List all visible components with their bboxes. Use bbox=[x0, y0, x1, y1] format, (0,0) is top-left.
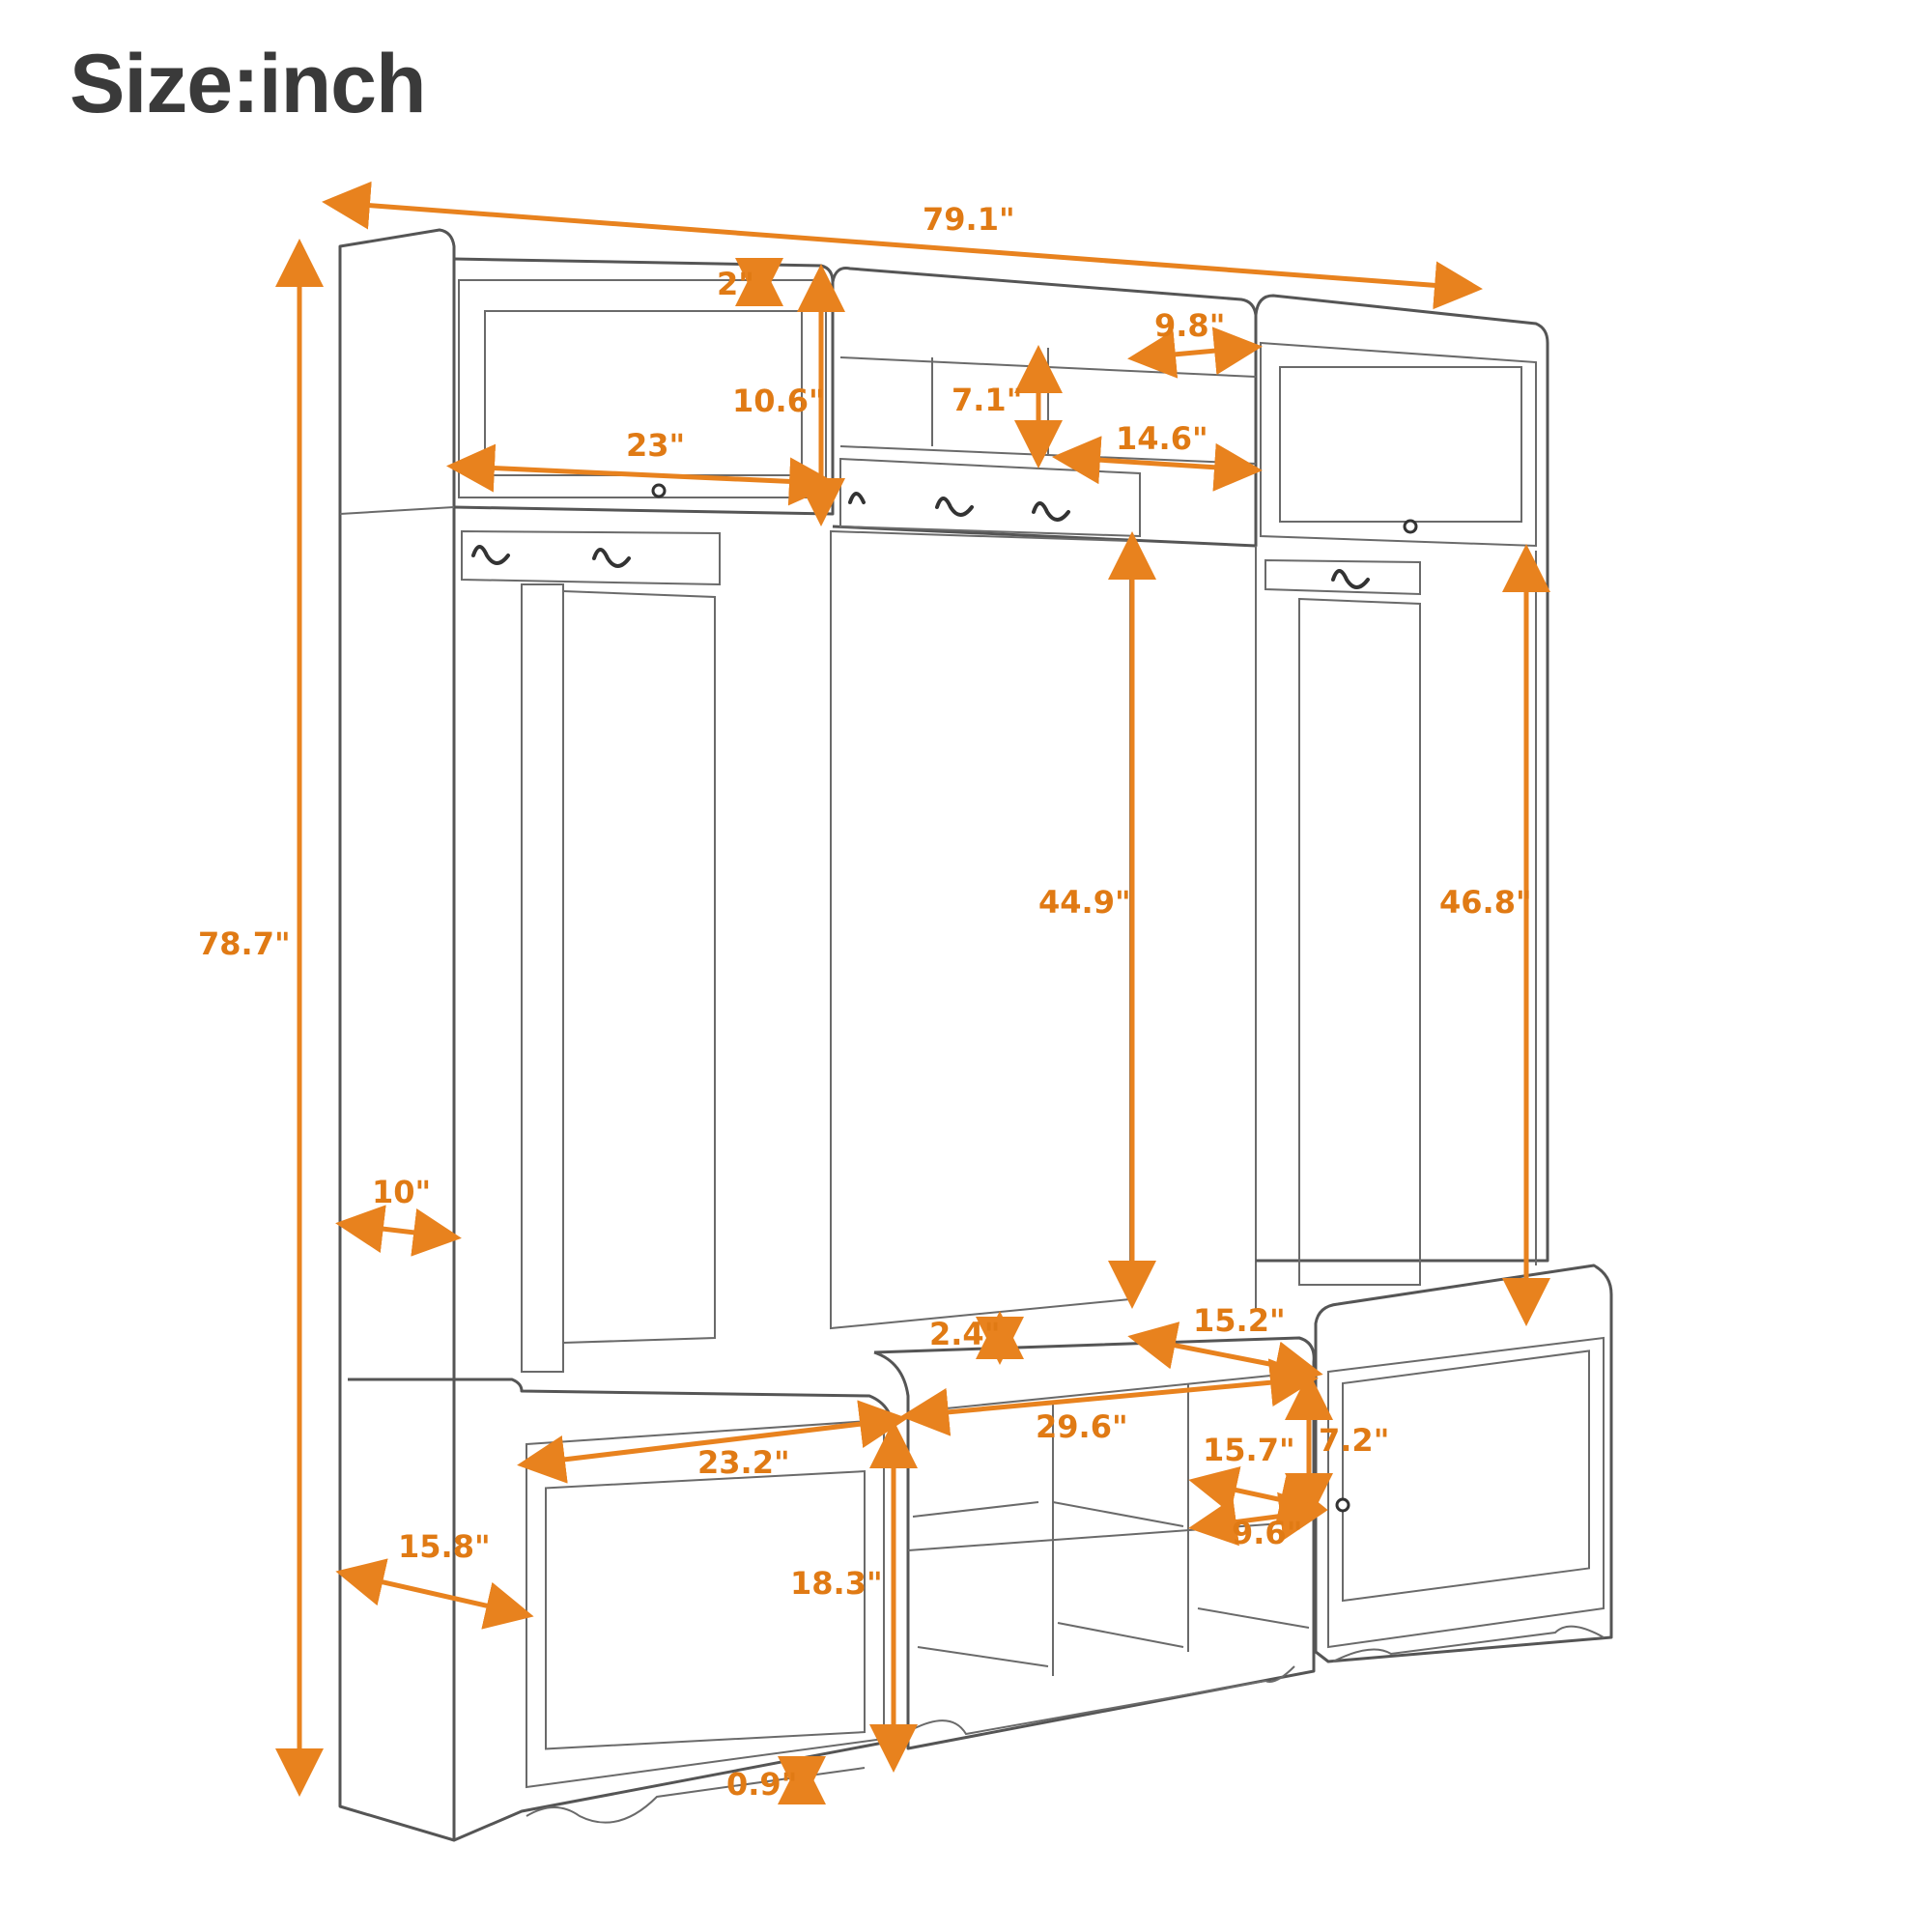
label-center-opening-height: 44.9" bbox=[1038, 884, 1131, 921]
label-top-cabinet-height: 10.6" bbox=[732, 383, 825, 419]
label-left-bench-width: 23.2" bbox=[697, 1444, 790, 1481]
dim-arrow-shoe-cubby-depth bbox=[1188, 1492, 1328, 1547]
dim-arrow-bench-depth bbox=[1127, 1321, 1323, 1389]
hook-icon bbox=[1032, 501, 1070, 522]
hook-icon bbox=[848, 492, 866, 504]
dim-arrow-shoe-cubby-width bbox=[1188, 1466, 1328, 1523]
dim-arrow-top-cabinet-width bbox=[446, 443, 838, 506]
dim-arrow-cubby-depth bbox=[1127, 327, 1263, 379]
label-cubby-width: 14.6" bbox=[1116, 420, 1208, 457]
label-base-depth: 15.8" bbox=[398, 1528, 491, 1565]
label-shoe-cubby-depth: 9.6" bbox=[1232, 1515, 1302, 1551]
knob-icon bbox=[651, 483, 667, 498]
dimension-arrows bbox=[275, 181, 1550, 1804]
knob-icon bbox=[1335, 1497, 1350, 1513]
knob-icon bbox=[1403, 519, 1418, 534]
dim-arrow-total-width bbox=[322, 181, 1483, 310]
dim-arrow-base-depth bbox=[335, 1558, 534, 1630]
label-shoe-cubby-width: 15.7" bbox=[1203, 1432, 1295, 1468]
label-bench-height: 18.3" bbox=[790, 1565, 883, 1602]
label-side-depth: 10" bbox=[372, 1174, 431, 1210]
label-right-opening-height: 46.8" bbox=[1439, 884, 1532, 921]
hook-icon bbox=[1331, 569, 1370, 589]
label-top-cabinet-width: 23" bbox=[626, 427, 685, 464]
label-top-edge: 2" bbox=[717, 266, 754, 302]
label-cubby-depth: 9.8" bbox=[1154, 307, 1225, 344]
dim-arrow-left-bench-width bbox=[517, 1400, 908, 1484]
hooks bbox=[471, 483, 1418, 1513]
page-title: Size:inch bbox=[70, 38, 427, 130]
dimension-labels: 79.1" 78.7" 2" 10.6" 23" 7.1" 9.8" 14.6"… bbox=[198, 201, 1532, 1803]
dim-arrow-center-bench-width bbox=[900, 1358, 1319, 1436]
label-center-bench-width: 29.6" bbox=[1036, 1408, 1128, 1445]
dim-arrow-cubby-width bbox=[1052, 436, 1263, 492]
label-base-clearance: 0.9" bbox=[726, 1766, 797, 1803]
hook-icon bbox=[592, 548, 631, 568]
label-bench-thickness: 2.4" bbox=[929, 1316, 1000, 1352]
dim-arrow-side-depth bbox=[335, 1205, 462, 1257]
label-center-cubby-height: 7.1" bbox=[952, 382, 1022, 418]
label-shoe-cubby-height: 7.2" bbox=[1319, 1422, 1389, 1459]
label-total-width: 79.1" bbox=[923, 201, 1015, 238]
label-bench-depth: 15.2" bbox=[1193, 1302, 1286, 1339]
label-total-height: 78.7" bbox=[198, 925, 291, 962]
hook-icon bbox=[471, 545, 510, 565]
hook-icon bbox=[935, 497, 974, 517]
